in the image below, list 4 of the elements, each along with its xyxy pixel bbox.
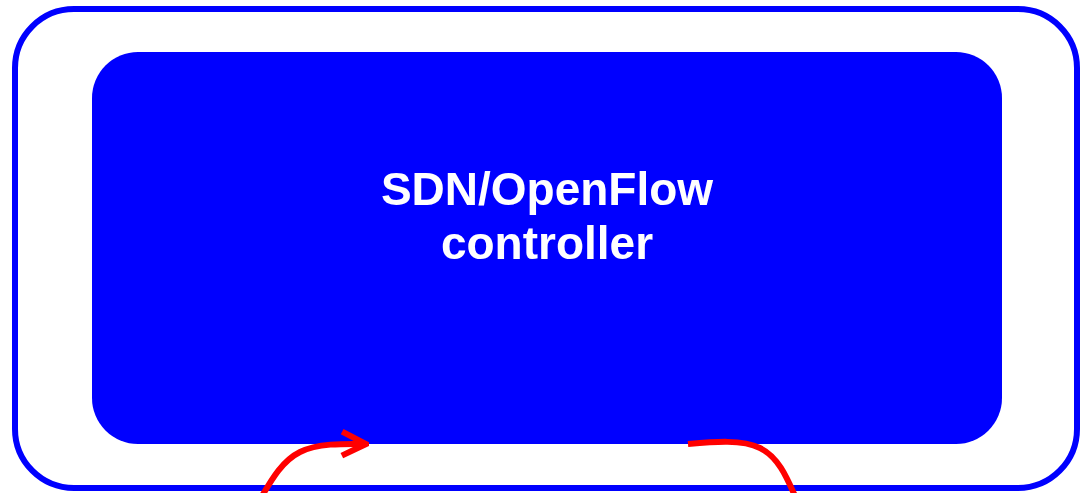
outer-box [12,6,1080,491]
controller-label: SDN/OpenFlow controller [379,162,715,270]
arrow [259,428,369,493]
controller-box [92,52,1002,444]
